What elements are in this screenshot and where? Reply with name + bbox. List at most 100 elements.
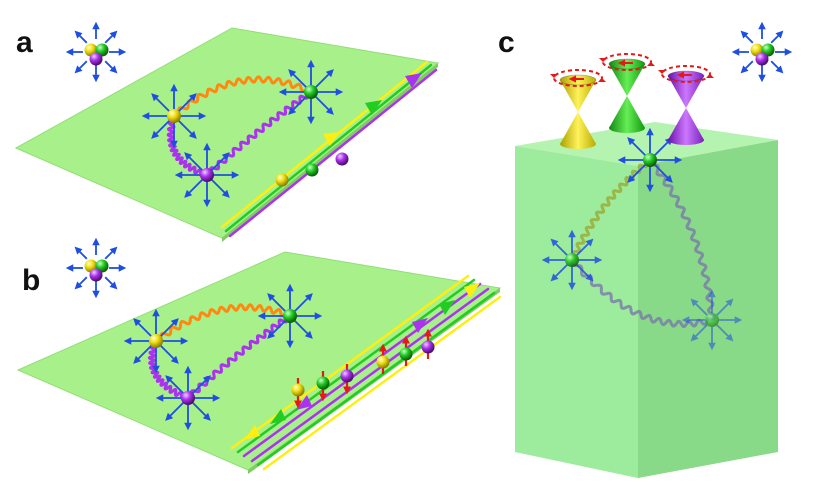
spin-sphere	[340, 369, 354, 383]
rotation-head-right	[647, 62, 655, 66]
field-arrow	[104, 276, 118, 290]
edge-arrow-yellow-left-icon	[244, 425, 260, 440]
bulk-vortex-front	[541, 229, 603, 291]
field-arrow	[715, 298, 734, 317]
moving-particles-a	[275, 152, 349, 187]
field-arrow	[210, 152, 230, 172]
spin-particle-purple-down-1	[340, 364, 354, 395]
field-arrow	[151, 93, 171, 113]
spin-particle-yellow-down-1	[291, 378, 305, 409]
triplet-sphere-purple	[89, 52, 103, 66]
surface-vortex-top	[617, 127, 683, 193]
spin-particles-b	[291, 328, 435, 409]
wavy-strings-a	[166, 75, 313, 178]
wavy-string	[571, 157, 651, 262]
field-arrow	[690, 298, 709, 317]
upper-cone	[560, 80, 596, 112]
cone-base	[668, 135, 704, 145]
field-arrow	[653, 163, 673, 183]
edge-arrow-yellow-right-icon	[464, 283, 480, 298]
edge-channel-yellow-b2	[262, 295, 502, 471]
triplet-sphere-purple	[89, 268, 103, 282]
dirac-cone-yellow-icon	[550, 69, 606, 149]
spin-particle-green-down-1	[316, 371, 330, 402]
field-arrow	[151, 119, 171, 139]
field-arrow	[210, 178, 230, 198]
vortex-purple-b	[155, 365, 221, 431]
panel-label-b: b	[22, 264, 40, 297]
edge-channels-b	[230, 274, 502, 471]
field-arrow	[288, 95, 308, 115]
spin-sphere	[376, 355, 390, 369]
field-arrow	[165, 375, 185, 395]
rotation-head-left	[658, 70, 666, 74]
edge-channel-purple-b1	[242, 282, 482, 458]
edge-arrow-green-right-icon	[439, 300, 455, 315]
edge-channel-green-b2	[256, 291, 496, 467]
spin-sphere	[421, 340, 435, 354]
spin-particle-green-up-2	[399, 335, 413, 366]
cone-base	[609, 123, 645, 133]
edge-particle-purple	[335, 152, 349, 166]
surface-plane-a	[14, 27, 440, 239]
spin-particle-purple-up-2	[421, 328, 435, 359]
edge-arrow-purple-icon	[405, 73, 422, 88]
triplet-sphere-purple	[755, 52, 769, 66]
field-arrow	[184, 178, 204, 198]
panel-b: b	[16, 237, 502, 474]
edge-arrow-green-icon	[365, 100, 382, 115]
wavy-string	[173, 75, 313, 118]
field-arrow	[165, 401, 185, 421]
vortex-yellow-a	[141, 83, 207, 149]
edge-particle-yellow	[275, 173, 289, 187]
wavy-strings-b	[147, 303, 292, 400]
field-arrow	[550, 263, 569, 282]
lower-cone	[668, 108, 704, 140]
field-arrow	[74, 30, 88, 44]
particle-triplet-icon-c	[731, 21, 793, 83]
vortex-core	[181, 391, 195, 405]
field-arrow	[74, 60, 88, 74]
upper-cone	[609, 64, 645, 96]
vortex-core	[643, 153, 657, 167]
bulk-vortex-side	[681, 289, 743, 351]
edge-channel-yellow-a	[220, 60, 429, 229]
lower-cone	[560, 112, 596, 144]
panel-label-a: a	[16, 26, 33, 59]
rotation-head-left	[550, 74, 558, 78]
field-arrow	[133, 318, 153, 338]
panel-label-c: c	[498, 26, 515, 59]
particle-triplet-icon-a	[65, 21, 127, 83]
panel-a: a	[14, 21, 440, 242]
field-arrow	[191, 375, 211, 395]
field-arrow	[104, 246, 118, 260]
field-arrow	[177, 119, 197, 139]
vortex-core	[705, 313, 719, 327]
field-arrow	[314, 69, 334, 89]
cone-base	[560, 139, 596, 149]
dirac-cone-purple-icon	[658, 65, 714, 145]
field-arrow	[770, 30, 784, 44]
vortex-purple-a	[174, 142, 240, 208]
edge-channel-green-a	[224, 63, 433, 233]
edge-channel-green-b1	[236, 278, 476, 454]
field-arrow	[293, 293, 313, 313]
field-arrow	[690, 323, 709, 342]
edge-channels-a	[220, 60, 438, 238]
field-arrow	[740, 60, 754, 74]
wavy-string	[155, 303, 292, 344]
field-arrow	[740, 30, 754, 44]
edge-arrow-purple-right-icon	[412, 318, 428, 333]
vortex-core	[304, 85, 318, 99]
edge-channel-purple-b2	[250, 287, 490, 463]
vortex-yellow-b	[123, 308, 189, 374]
box-front-face	[515, 146, 638, 478]
field-arrow	[267, 319, 287, 339]
rotation-head-right	[598, 78, 606, 82]
wavy-string	[147, 339, 190, 400]
field-arrow	[293, 319, 313, 339]
field-arrow	[104, 60, 118, 74]
vortex-core	[565, 253, 579, 267]
field-arrow	[104, 30, 118, 44]
